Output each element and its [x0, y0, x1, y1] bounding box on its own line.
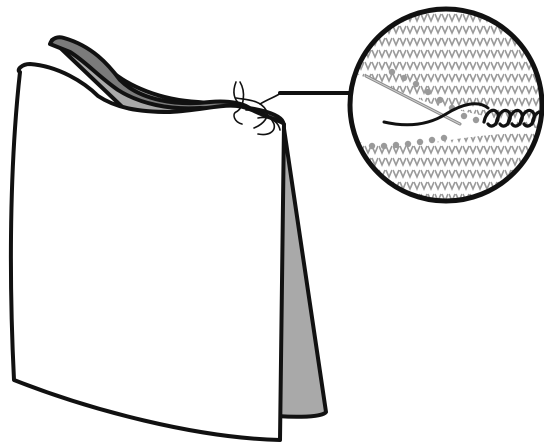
front-panel — [11, 64, 284, 440]
seam-detail-magnifier — [346, 0, 544, 210]
